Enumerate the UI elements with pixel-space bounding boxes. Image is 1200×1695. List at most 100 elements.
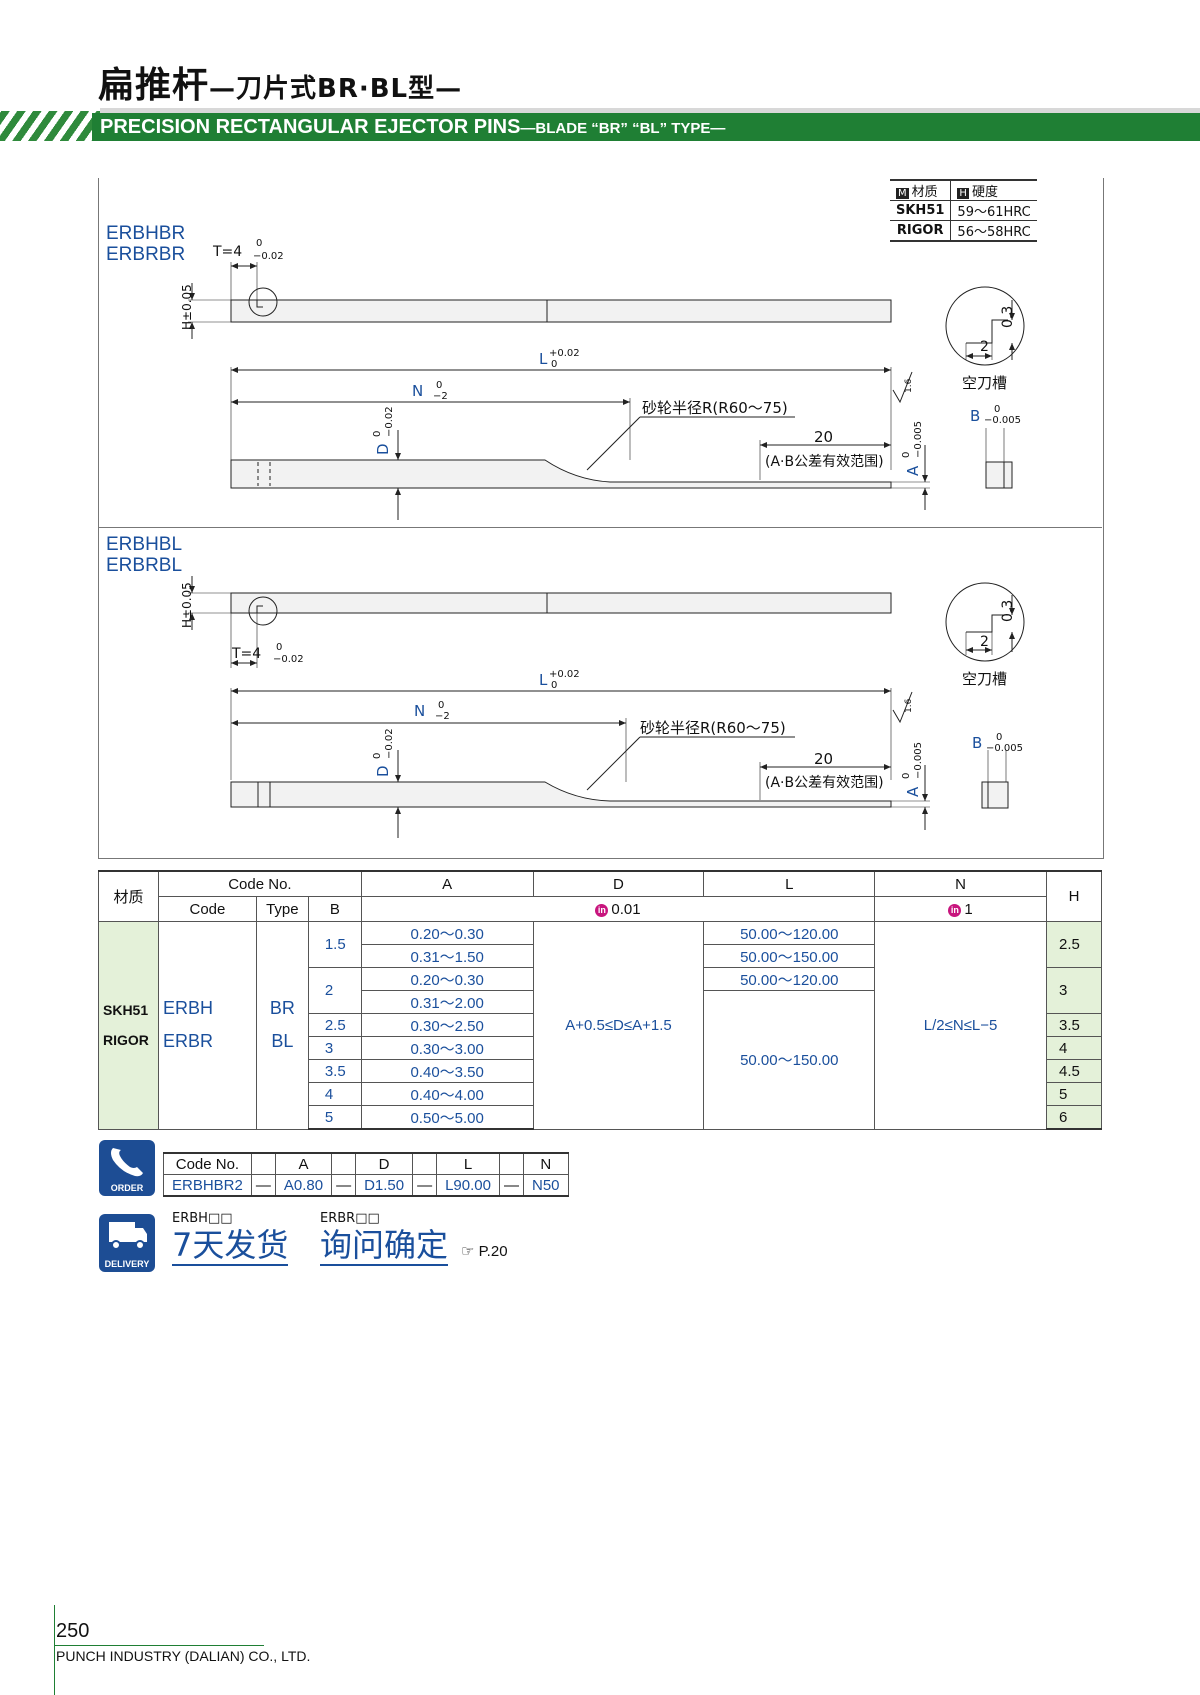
- code-erbhbl: ERBHBL: [106, 534, 183, 555]
- n-dim-bottom: N: [414, 702, 425, 720]
- svg-text:0: 0: [994, 404, 1000, 415]
- grinding-radius-bottom: 砂轮半径R(R60～75): [640, 719, 786, 737]
- h-cell: 2.5: [1045, 921, 1103, 968]
- table-row: 5 0.50～5.00 6: [99, 1105, 1103, 1130]
- a-cell: 0.20～0.30: [360, 921, 534, 945]
- page-title: 扁推杆—刀片式BR·BL型—: [98, 56, 462, 108]
- d-dim-bottom: D: [374, 765, 392, 777]
- pin-side-view-top: [230, 299, 892, 323]
- relief-label-top: 空刀槽: [962, 374, 1007, 392]
- a-dim-top: A: [904, 465, 922, 476]
- relief-circle-top: [248, 287, 278, 317]
- a-cell: 0.30～2.50: [360, 1013, 534, 1037]
- diagram-frame: [98, 178, 1104, 859]
- material-cell: RIGOR: [890, 220, 951, 242]
- svg-text:0: 0: [901, 773, 912, 779]
- code-erbrbl: ERBRBL: [106, 555, 183, 576]
- footer-rule-horizontal: [54, 1645, 264, 1646]
- b-cell: 4: [307, 1082, 362, 1106]
- material-cell: SKH51 RIGOR: [98, 921, 159, 1130]
- header-type: Type: [255, 896, 309, 922]
- header-b: B: [307, 896, 362, 922]
- l-cell: 50.00～120.00: [703, 967, 876, 991]
- diagram-bottom: T=4 0 −0.02 H±0.05 L +0.02 0 N 0 −2 D 0 …: [180, 576, 1025, 838]
- blade-end-view-bottom: [981, 781, 1009, 809]
- table-row: 2 0.20～0.30 50.00～120.00 3: [99, 967, 1103, 1014]
- diagram-top: T=4 0 −0.02 H±0.05 L +0.02 0 N 0 −2 D 0 …: [180, 238, 1025, 520]
- b-cell: 3.5: [307, 1059, 362, 1083]
- order-l: L90.00: [436, 1174, 500, 1197]
- relief-label-bottom: 空刀槽: [962, 670, 1007, 688]
- svg-text:+0.02: +0.02: [549, 348, 580, 359]
- svg-text:2: 2: [980, 339, 989, 355]
- diagram-bottom-codes: ERBHBL ERBRBL: [106, 534, 182, 576]
- relief-circle-bottom: [248, 596, 278, 626]
- header-rule: [100, 108, 1200, 113]
- h-dim-top: H±0.05: [180, 284, 194, 330]
- phone-icon: [111, 1148, 143, 1177]
- table-row: 3.5 0.40～3.50 4.5: [99, 1059, 1103, 1083]
- title-en-sub: —BLADE “BR” “BL” TYPE—: [520, 120, 726, 137]
- diagram-divider: [98, 527, 1102, 528]
- material-icon: M: [896, 188, 909, 199]
- increment-icon: in: [948, 903, 962, 917]
- svg-text:+0.02: +0.02: [549, 669, 580, 680]
- grinding-radius-top: 砂轮半径R(R60～75): [642, 399, 788, 417]
- order-d: D1.50: [355, 1174, 414, 1197]
- a-cell: 0.50～5.00: [360, 1105, 534, 1130]
- table-row: 4 0.40～4.00 5: [99, 1082, 1103, 1106]
- header-code: Code: [157, 896, 257, 922]
- hardness-cell: 56～58HRC: [950, 220, 1037, 242]
- svg-text:−0.02: −0.02: [384, 728, 395, 759]
- diagram-top-codes: ERBHBR ERBRBR: [106, 223, 185, 265]
- b-cell: 2.5: [307, 1013, 362, 1037]
- svg-text:1.6: 1.6: [904, 698, 914, 713]
- svg-text:2: 2: [980, 634, 989, 650]
- title-banner: PRECISION RECTANGULAR EJECTOR PINS—BLADE…: [92, 113, 1200, 141]
- svg-text:−0.02: −0.02: [384, 406, 395, 437]
- header-l: L: [703, 870, 876, 897]
- b-cell: 5: [307, 1105, 362, 1130]
- svg-text:0: 0: [996, 732, 1002, 743]
- a-cell: 0.30～3.00: [360, 1036, 534, 1060]
- relief-detail-bottom: [945, 582, 1025, 662]
- svg-text:−0.005: −0.005: [913, 421, 924, 458]
- order-n: N50: [522, 1174, 569, 1197]
- order-code: ERBHBR2: [163, 1174, 252, 1197]
- svg-text:20: 20: [814, 750, 833, 768]
- delivery-option-erbh: ERBH□□ 7天发货: [172, 1211, 289, 1266]
- l-dim-bottom: L: [539, 671, 548, 689]
- t-dim-bottom: T=4: [231, 646, 261, 662]
- delivery-option-erbr: ERBR□□ 询问确定: [320, 1211, 449, 1266]
- svg-text:−0.005: −0.005: [984, 415, 1021, 426]
- delivery-time-erbr: 询问确定: [320, 1226, 449, 1266]
- svg-text:−0.02: −0.02: [253, 251, 284, 262]
- header-n: N: [874, 870, 1047, 897]
- h-cell: 5: [1045, 1082, 1103, 1106]
- order-a: A0.80: [274, 1174, 333, 1197]
- b-dim-top: B: [970, 407, 980, 425]
- code-erbhbr: ERBHBR: [106, 223, 186, 244]
- hardness-icon: H: [957, 188, 969, 199]
- a-dim-bottom: A: [904, 786, 922, 797]
- n-formula-cell: L/2≤N≤L−5: [874, 921, 1047, 1130]
- t-dim-top: T=4: [212, 244, 242, 260]
- header-h: H: [1045, 870, 1103, 922]
- svg-text:0.3: 0.3: [1000, 306, 1016, 328]
- svg-text:−0.005: −0.005: [913, 742, 924, 779]
- l-cell-merged: 50.00～150.00: [703, 990, 876, 1130]
- header-stripes: [0, 111, 100, 141]
- header-d: D: [532, 870, 705, 897]
- l-dim-top: L: [539, 350, 548, 368]
- svg-text:1.6: 1.6: [904, 378, 914, 393]
- a-cell: 0.20～0.30: [360, 967, 534, 991]
- code-erbrbr: ERBRBR: [106, 244, 186, 265]
- order-icon: ORDER: [99, 1140, 155, 1196]
- b-cell: 1.5: [307, 921, 362, 968]
- hardness-cell: 59～61HRC: [950, 200, 1037, 221]
- h-cell: 3: [1045, 967, 1103, 1014]
- a-cell: 0.31～1.50: [360, 944, 534, 968]
- footer-rule-vertical: [54, 1605, 55, 1695]
